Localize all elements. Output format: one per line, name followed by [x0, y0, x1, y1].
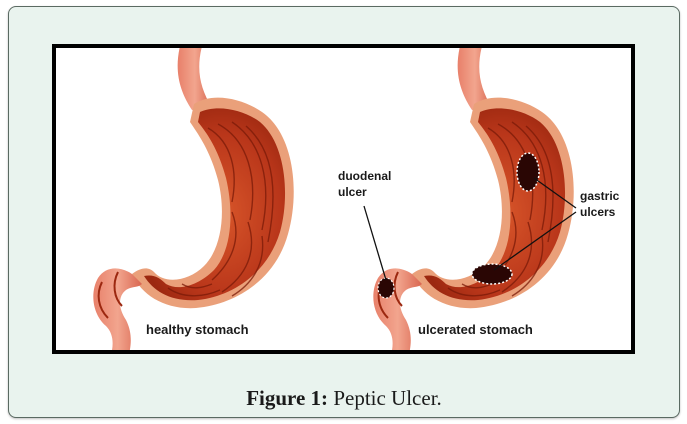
duodenal-pointer	[364, 206, 386, 280]
stomach-illustration: duodenal ulcer gastric ulcers healthy st…	[56, 48, 631, 350]
healthy-stomach-drawing	[93, 48, 293, 350]
duodenal-label-line1: duodenal	[338, 169, 391, 183]
figure-caption: Figure 1: Peptic Ulcer.	[8, 386, 680, 411]
gastric-ulcer-lower	[472, 264, 512, 284]
duodenal-label-line2: ulcer	[338, 185, 367, 199]
gastric-ulcer-upper	[517, 153, 539, 191]
duodenal-ulcer-spot	[378, 278, 394, 298]
healthy-stomach-label: healthy stomach	[146, 322, 249, 337]
ulcerated-stomach-label: ulcerated stomach	[418, 322, 533, 337]
caption-label: Figure 1:	[246, 386, 328, 410]
caption-text: Peptic Ulcer.	[333, 386, 441, 410]
ulcerated-stomach-drawing	[373, 48, 573, 350]
gastric-label-line2: ulcers	[580, 205, 616, 219]
figure-image-frame: duodenal ulcer gastric ulcers healthy st…	[52, 44, 635, 354]
gastric-label-line1: gastric	[580, 189, 620, 203]
